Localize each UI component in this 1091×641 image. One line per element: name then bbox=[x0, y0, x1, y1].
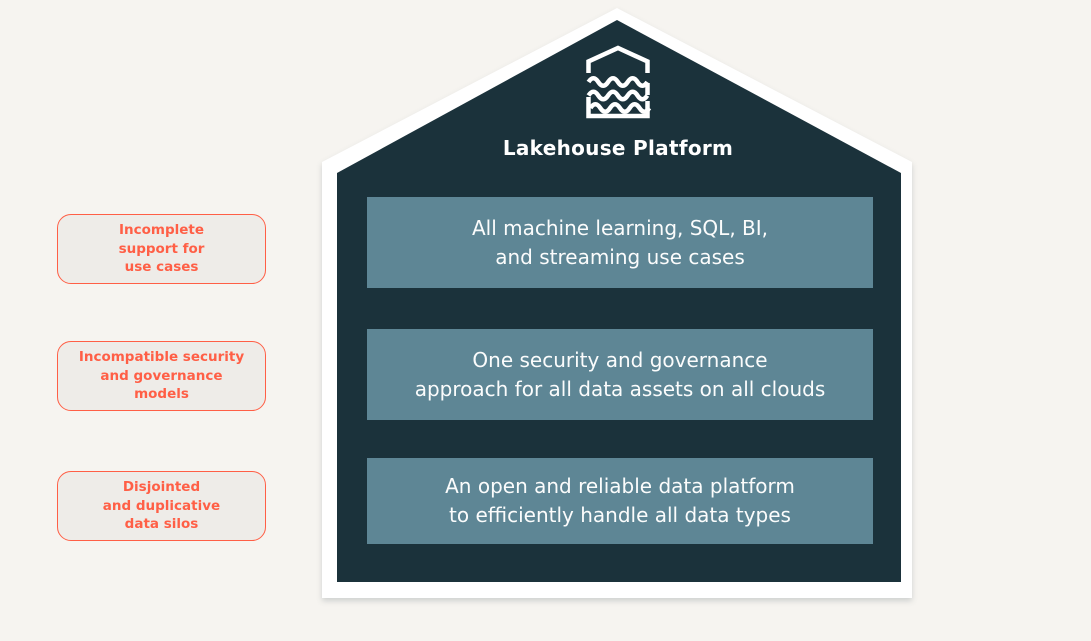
pain-point-line: and duplicative bbox=[102, 497, 221, 514]
capability-line: and streaming use cases bbox=[495, 244, 745, 269]
capability-line: An open and reliable data platform bbox=[445, 474, 795, 498]
icon-wave-middle bbox=[586, 89, 650, 102]
pain-point-line: and governance bbox=[100, 367, 223, 384]
house-title: Lakehouse Platform bbox=[502, 136, 734, 160]
capability-bar-use-cases: All machine learning, SQL, BI, and strea… bbox=[367, 197, 873, 288]
pain-point-line: models bbox=[134, 386, 189, 403]
pain-point-line: support for bbox=[118, 240, 205, 257]
pain-point-box-incomplete-support: Incomplete support for use cases bbox=[57, 214, 266, 284]
pain-point-line: use cases bbox=[124, 259, 199, 276]
capability-line: to efficiently handle all data types bbox=[449, 503, 791, 527]
pain-point-line: Incomplete bbox=[118, 222, 205, 239]
icon-wave-bottom bbox=[588, 102, 652, 114]
house-shape bbox=[322, 8, 912, 598]
pain-point-box-incompatible-security: Incompatible security and governance mod… bbox=[57, 341, 266, 411]
lakehouse-icon bbox=[586, 45, 652, 119]
icon-wave-top bbox=[586, 76, 650, 88]
pain-point-box-disjointed-silos: Disjointed and duplicative data silos bbox=[57, 471, 266, 541]
pain-point-line: Incompatible security bbox=[78, 349, 245, 366]
capability-line: One security and governance bbox=[472, 347, 768, 372]
capability-bar-open-platform: An open and reliable data platform to ef… bbox=[367, 458, 873, 544]
pain-point-line: Disjointed bbox=[122, 479, 201, 496]
capability-bar-security-governance: One security and governance approach for… bbox=[367, 329, 873, 420]
capability-line: All machine learning, SQL, BI, bbox=[471, 215, 769, 240]
pain-point-line: data silos bbox=[124, 516, 199, 533]
capability-line: approach for all data assets on all clou… bbox=[414, 376, 826, 401]
icon-roof bbox=[586, 45, 650, 73]
house-body bbox=[337, 20, 901, 582]
